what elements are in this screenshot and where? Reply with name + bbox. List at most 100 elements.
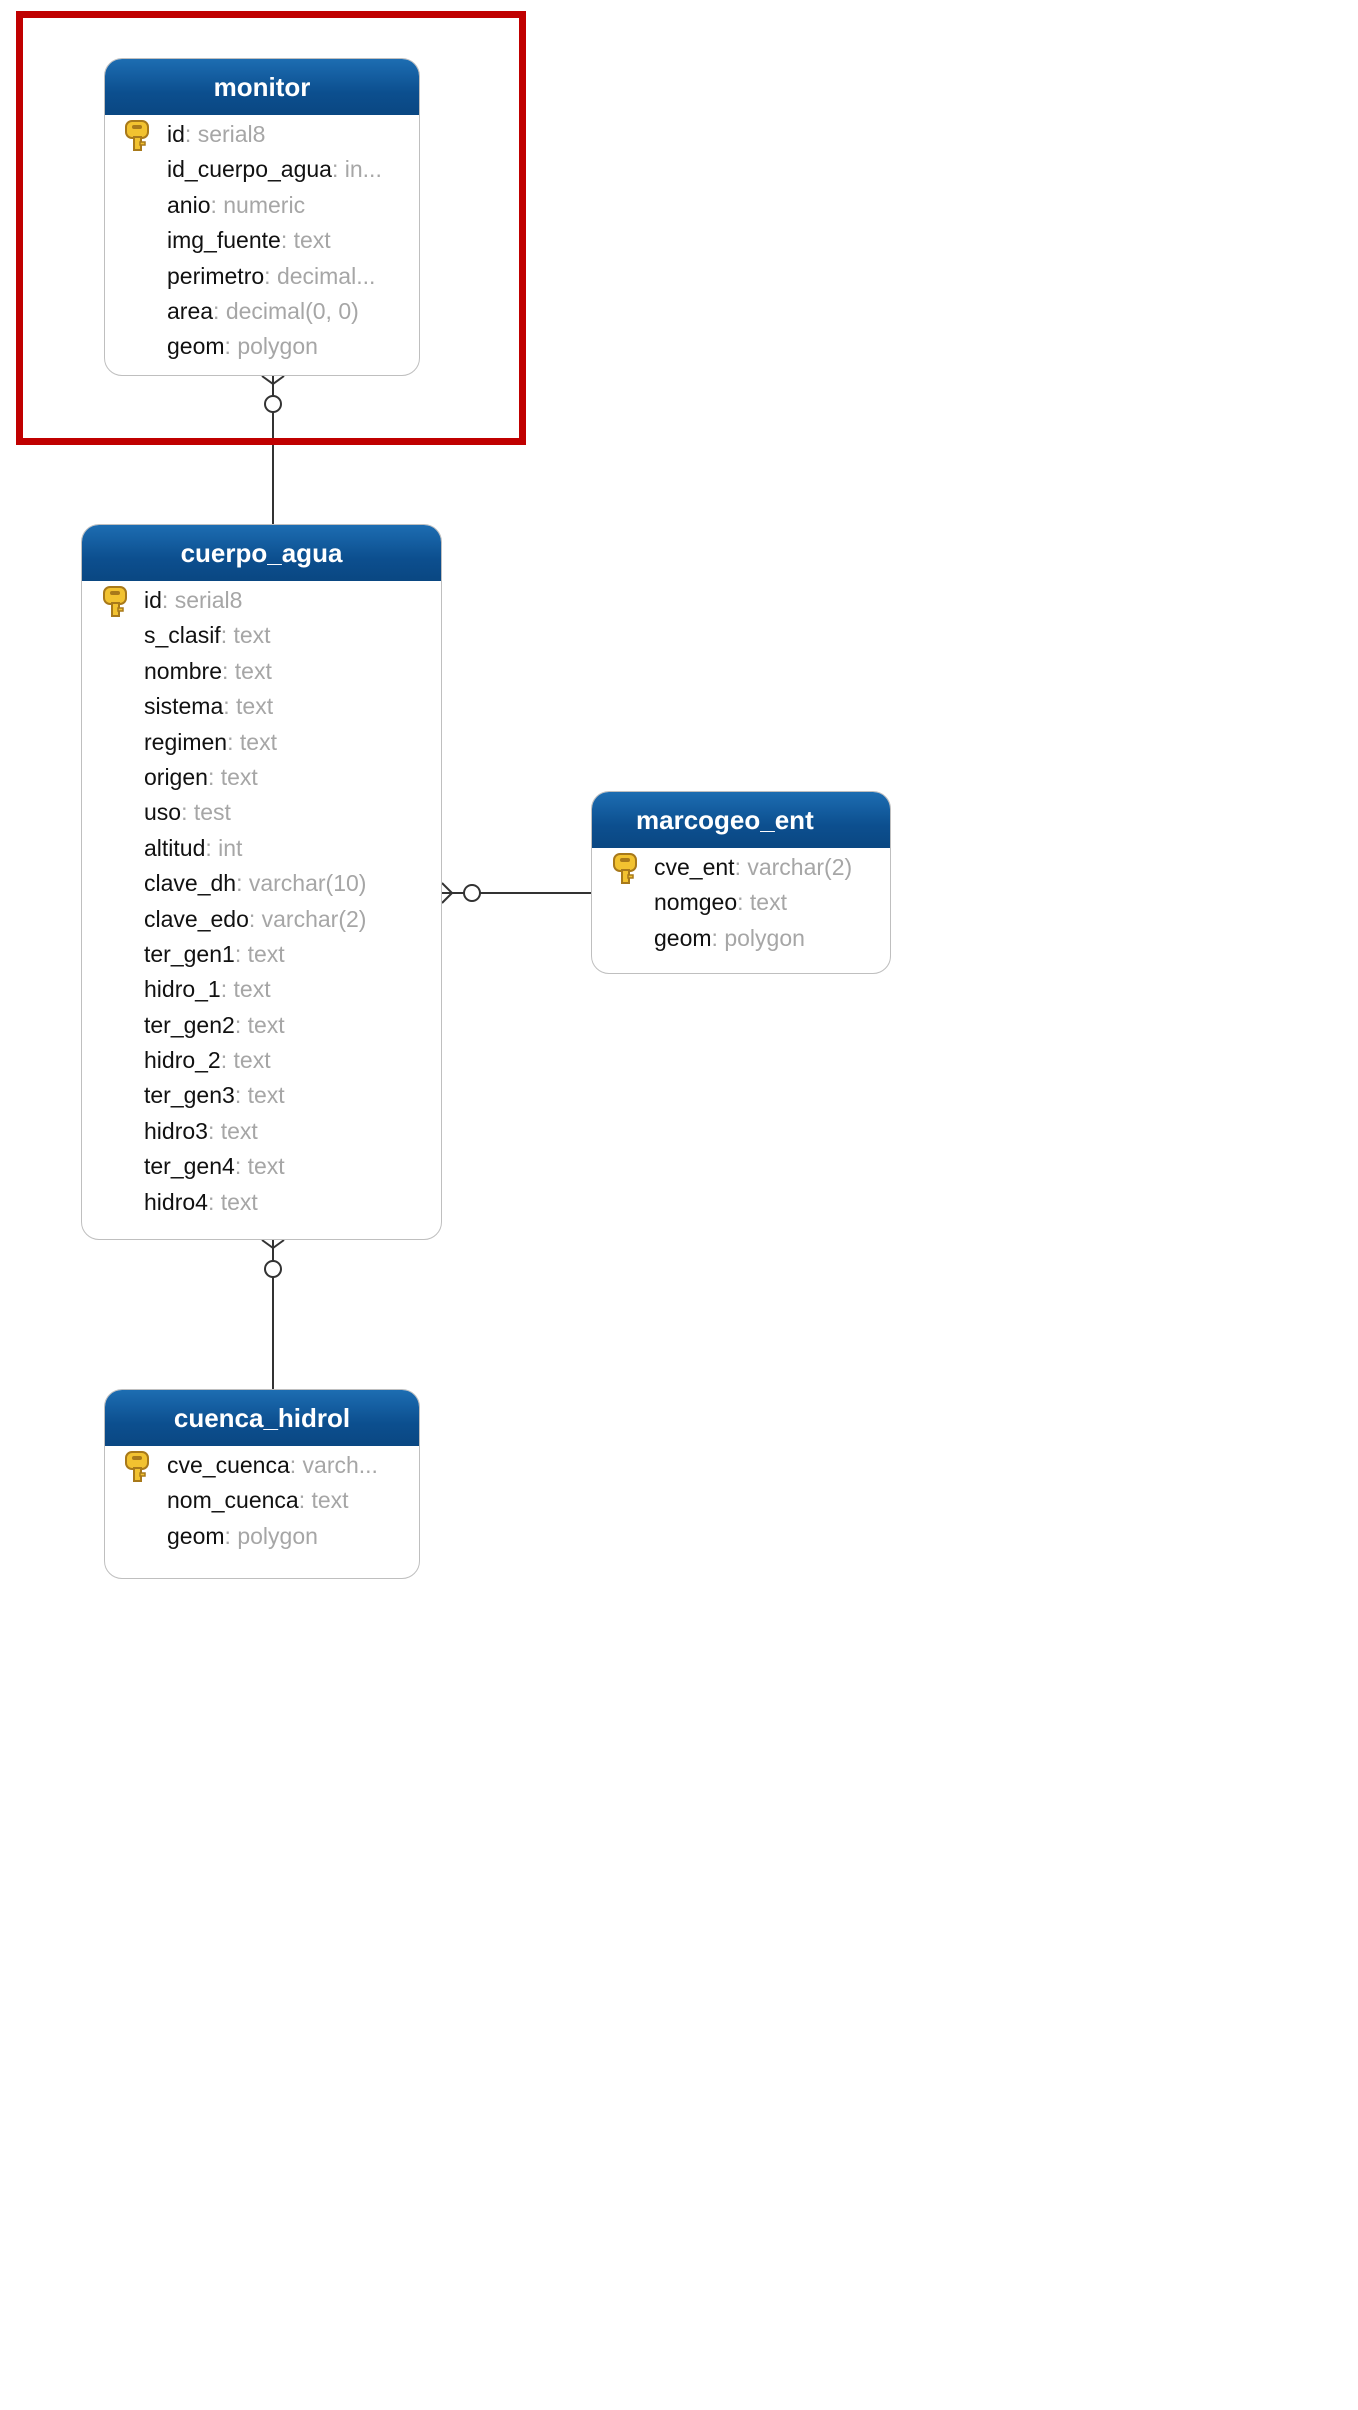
field-name: altitud [144, 834, 206, 861]
field-name: perimetro [167, 262, 265, 289]
field-row[interactable]: uso: test [82, 795, 441, 830]
field-type: serial8 [174, 587, 243, 613]
field-name: ter_gen1 [144, 940, 235, 967]
field-row[interactable]: origen: text [82, 760, 441, 795]
field-name: s_clasif [144, 622, 221, 649]
field-separator: : [264, 262, 277, 289]
field-separator: : [220, 1047, 234, 1074]
field-row[interactable]: ter_gen1: text [82, 937, 441, 972]
field-separator: : [289, 1452, 303, 1478]
field-type: in... [344, 156, 382, 183]
field-row[interactable]: hidro3: text [82, 1114, 441, 1149]
field-type: text [293, 227, 331, 254]
field-separator: : [181, 799, 194, 826]
field-row[interactable]: sistema: text [82, 689, 441, 724]
field-row[interactable]: cve_ent: varchar(2) [592, 850, 890, 885]
field-row[interactable]: perimetro: decimal... [105, 259, 419, 294]
field-separator: : [711, 924, 725, 951]
field-type: text [233, 1047, 271, 1074]
crowfoot-bottom-prong [441, 892, 453, 904]
field-row[interactable]: nom_cuenca: text [105, 1483, 419, 1518]
field-name: geom [654, 924, 712, 951]
field-type: text [247, 940, 285, 967]
field-row[interactable]: anio: numeric [105, 188, 419, 223]
field-type: polygon [237, 1522, 318, 1549]
field-type: numeric [223, 191, 306, 218]
field-row[interactable]: clave_edo: varchar(2) [82, 902, 441, 937]
field-row[interactable]: altitud: int [82, 831, 441, 866]
field-separator: : [234, 1153, 248, 1180]
field-separator: : [234, 1011, 248, 1038]
field-name: hidro3 [144, 1117, 208, 1144]
field-row[interactable]: regimen: text [82, 725, 441, 760]
field-type: varchar(10) [248, 870, 367, 897]
field-row[interactable]: clave_dh: varchar(10) [82, 866, 441, 901]
field-type: text [247, 1011, 285, 1038]
field-separator: : [248, 905, 262, 932]
field-name: hidro_1 [144, 976, 221, 1003]
field-type: varchar(2) [747, 854, 853, 880]
field-row[interactable]: hidro4: text [82, 1185, 441, 1220]
field-row[interactable]: hidro_2: text [82, 1043, 441, 1078]
field-type: serial8 [197, 121, 266, 147]
field-type: text [234, 657, 272, 684]
field-row[interactable]: area: decimal(0, 0) [105, 294, 419, 329]
field-separator: : [224, 333, 238, 360]
entity-title: marcogeo_ent [592, 792, 890, 848]
field-row[interactable]: nomgeo: text [592, 885, 890, 920]
field-row[interactable]: id: serial8 [82, 583, 441, 618]
entity-marcogeo-ent[interactable]: marcogeo_ent cve_ent: varchar(2)nomgeo: … [591, 791, 891, 974]
field-row[interactable]: geom: polygon [592, 921, 890, 956]
entity-title: cuerpo_agua [82, 525, 441, 581]
field-name: sistema [144, 693, 224, 720]
field-separator: : [221, 657, 235, 684]
field-name: area [167, 297, 214, 324]
field-type: decimal... [276, 262, 376, 289]
field-name: anio [167, 191, 211, 218]
field-name: nombre [144, 657, 222, 684]
field-separator: : [213, 297, 226, 324]
field-name: cve_cuenca [167, 1452, 290, 1478]
field-row[interactable]: img_fuente: text [105, 223, 419, 258]
field-name: geom [167, 333, 225, 360]
field-type: int [218, 834, 243, 861]
entity-cuenca-hidrol[interactable]: cuenca_hidrol cve_cuenca: varch...nom_cu… [104, 1389, 420, 1579]
field-row[interactable]: ter_gen3: text [82, 1078, 441, 1113]
field-type: test [193, 799, 231, 826]
field-row[interactable]: nombre: text [82, 654, 441, 689]
field-type: text [220, 1188, 258, 1215]
crowfoot-right-prong [272, 375, 285, 385]
key-icon [611, 853, 641, 885]
field-name: cve_ent [654, 854, 735, 880]
crowfoot-left-prong [261, 1239, 274, 1249]
field-row[interactable]: s_clasif: text [82, 618, 441, 653]
field-row[interactable]: ter_gen2: text [82, 1008, 441, 1043]
field-separator: : [234, 940, 248, 967]
field-type: text [220, 1117, 258, 1144]
key-icon [123, 120, 153, 152]
field-type: text [239, 728, 277, 755]
field-name: ter_gen4 [144, 1153, 235, 1180]
field-type: text [247, 1082, 285, 1109]
field-type: text [220, 763, 258, 790]
field-row[interactable]: hidro_1: text [82, 972, 441, 1007]
highlight-box [16, 11, 526, 445]
field-row[interactable]: cve_cuenca: varch... [105, 1448, 419, 1483]
field-separator: : [227, 728, 240, 755]
entity-title: cuenca_hidrol [105, 1390, 419, 1446]
field-row[interactable]: ter_gen4: text [82, 1149, 441, 1184]
field-separator: : [161, 587, 175, 613]
field-type: decimal(0, 0) [225, 297, 359, 324]
field-row[interactable]: geom: polygon [105, 1519, 419, 1554]
optional-circle [264, 395, 282, 413]
crowfoot-right-prong [272, 1239, 285, 1249]
field-row[interactable]: id_cuerpo_agua: in... [105, 152, 419, 187]
field-separator: : [210, 191, 224, 218]
field-row[interactable]: geom: polygon [105, 329, 419, 364]
field-row[interactable]: id: serial8 [105, 117, 419, 152]
field-separator: : [205, 834, 219, 861]
